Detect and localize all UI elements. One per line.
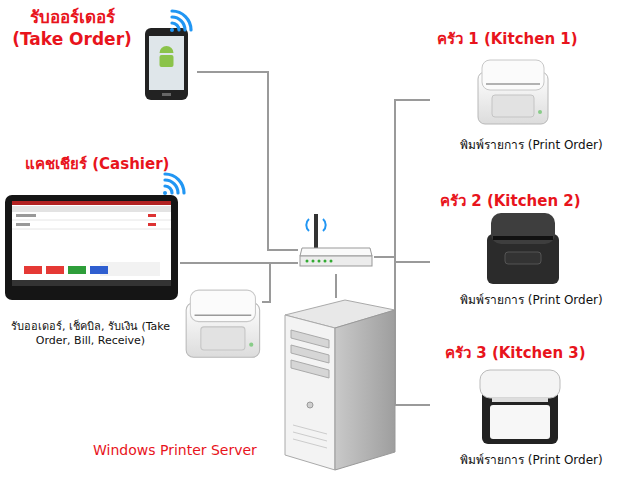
server-front (285, 315, 335, 470)
table-row (12, 220, 171, 221)
router-light (330, 260, 333, 263)
android-head (160, 46, 174, 53)
tablet-body (5, 195, 178, 300)
receipt-printer (186, 290, 260, 357)
nav-bar (12, 280, 171, 286)
kitchen-printer-node: ครัว 2 (Kitchen 2) พิมพ์รายการ (Print Ord… (430, 190, 615, 315)
network-cable (335, 274, 337, 298)
wifi-arc (165, 180, 178, 193)
drive-bay (291, 360, 329, 378)
pos-button (46, 266, 64, 274)
paper-slot (493, 236, 553, 240)
router-light (312, 260, 315, 263)
printer-lid (491, 213, 555, 244)
server-side (335, 310, 395, 470)
phone-body (145, 28, 188, 100)
row-amount (148, 223, 156, 226)
table-header (12, 206, 171, 212)
kitchen-printer-node: ครัว 3 (Kitchen 3) พิมพ์รายการ (Print Ord… (430, 343, 615, 473)
row-text (16, 214, 36, 217)
pos-button (24, 266, 42, 274)
vent-line (293, 439, 327, 448)
wifi-icon (172, 11, 191, 30)
android-body (160, 55, 174, 67)
home-button (162, 93, 171, 96)
network-cable (197, 72, 298, 250)
printer-caption: พิมพ์รายการ (Print Order) (460, 138, 603, 152)
total-panel (100, 262, 160, 276)
wifi-dot (170, 28, 174, 32)
device-label: แคชเชียร์ (Cashier) (25, 155, 169, 173)
cashier-device-node: แคชเชียร์ (Cashier) รับออเดอร์, เช็คบิล, … (0, 155, 180, 360)
network-cable (374, 257, 430, 405)
kitchen-printer-node: ครัว 1 (Kitchen 1) พิมพ์รายการ (Print Ord… (430, 28, 615, 158)
router-light (306, 260, 309, 263)
kitchen-printer (478, 60, 548, 124)
kitchen-label: ครัว 2 (Kitchen 2) (440, 192, 581, 210)
router-signal (323, 219, 326, 231)
router-antenna (314, 214, 318, 248)
pos-button (68, 266, 86, 274)
wifi-arc (172, 17, 185, 30)
table-row (12, 229, 171, 230)
printer-front (505, 252, 541, 264)
printer-wire (262, 263, 270, 302)
router-node (298, 212, 374, 274)
row-text (16, 223, 30, 226)
order-device-node: รับออร์เดอร์ (Take Order) (0, 0, 197, 105)
drive-bay (291, 330, 329, 348)
kitchen-label: ครัว 3 (Kitchen 3) (445, 344, 586, 362)
drive-bay (291, 345, 329, 363)
router-light (318, 260, 321, 263)
network-cable (180, 262, 298, 264)
device-label: รับออร์เดอร์ (Take Order) (2, 6, 142, 50)
router-signal (306, 219, 309, 231)
phone-screen (149, 36, 184, 90)
power-button (307, 402, 313, 408)
vent-line (293, 425, 327, 434)
router-light (324, 260, 327, 263)
kitchen-label: ครัว 1 (Kitchen 1) (437, 30, 578, 48)
printer-body (482, 390, 558, 444)
device-caption: รับออเดอร์, เช็คบิล, รับเงิน (Take Order… (4, 320, 177, 349)
router-front (300, 256, 372, 266)
printer-lid (480, 370, 560, 398)
router-top (300, 248, 372, 256)
vent-line (293, 432, 327, 441)
wifi-arc (172, 11, 191, 30)
tablet-screen (12, 201, 171, 286)
pos-button (90, 266, 108, 274)
printer-caption: พิมพ์รายการ (Print Order) (460, 293, 603, 307)
wifi-icon (165, 174, 184, 193)
paper-slot (492, 398, 548, 402)
app-header (12, 201, 171, 205)
network-cable (374, 100, 430, 257)
wifi-dot (163, 191, 167, 195)
wifi-arc (165, 174, 184, 193)
server-label: Windows Printer Server (93, 442, 257, 459)
printer-front (490, 405, 550, 439)
printer-caption: พิมพ์รายการ (Print Order) (460, 453, 603, 467)
row-amount (148, 214, 156, 217)
connector-group (180, 72, 430, 405)
